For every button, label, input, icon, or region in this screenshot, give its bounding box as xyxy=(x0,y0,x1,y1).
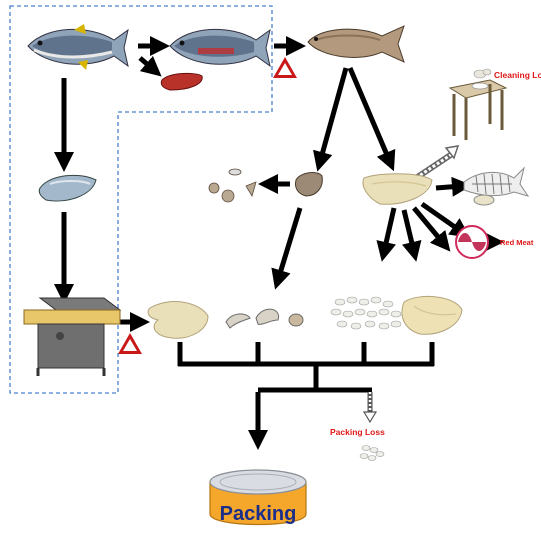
collection-bus xyxy=(178,342,434,390)
fish-head-raw-icon xyxy=(39,175,96,201)
steamer-icon xyxy=(24,298,120,376)
cleaning-loss-label: Cleaning Loss xyxy=(494,70,541,80)
flow-arrows xyxy=(64,46,494,440)
fish-head-icon xyxy=(295,173,322,196)
cleaning-loss-bits-icon xyxy=(474,69,491,78)
warning-triangle-icon-2 xyxy=(118,333,142,354)
packing-loss-arrow xyxy=(364,392,376,422)
loin-icon xyxy=(363,174,432,205)
fish-cooked-icon xyxy=(308,26,404,62)
small-bones-icon xyxy=(209,169,256,202)
red-meat-label: Red Meat xyxy=(500,238,534,247)
table-icon xyxy=(450,80,506,140)
packing-loss-bits-icon xyxy=(360,446,384,461)
packing-loss-label: Packing Loss xyxy=(330,427,385,437)
fish-skeleton-icon xyxy=(464,168,528,205)
red-meat-icon xyxy=(161,73,202,90)
red-meat-cross-section-icon xyxy=(456,226,488,258)
large-loin-icon xyxy=(148,302,208,339)
dashed-arrow xyxy=(416,146,458,178)
whole-fish-icon xyxy=(28,24,128,70)
can-label: Packing xyxy=(220,503,297,525)
skin-pieces-icon xyxy=(226,309,303,328)
fish-cut-icon xyxy=(170,29,270,66)
warning-triangle-icon xyxy=(273,57,297,78)
loin-fillet-icon xyxy=(402,296,462,334)
flakes-icon xyxy=(331,297,401,329)
